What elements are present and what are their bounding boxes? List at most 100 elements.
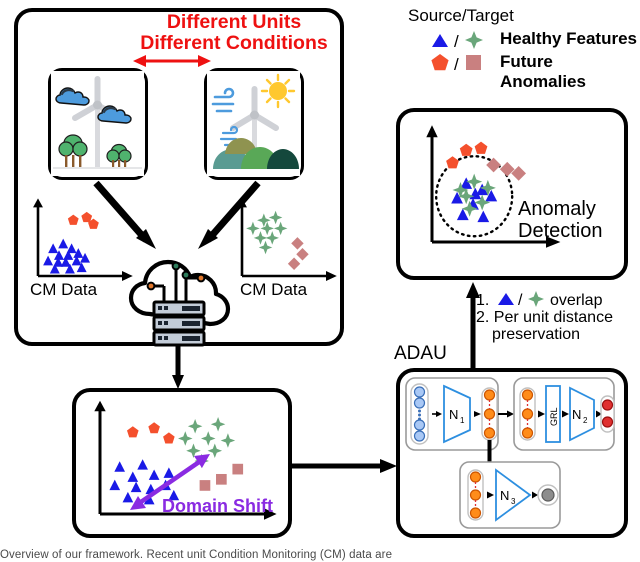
triangle-marker (73, 248, 84, 258)
tree-icon (106, 143, 132, 168)
pentagon-marker (148, 422, 160, 434)
square-marker (216, 473, 227, 485)
triangle-marker (60, 257, 71, 267)
discriminator-input-nodes (521, 389, 534, 439)
star4-marker (210, 416, 226, 432)
star4-marker (258, 240, 273, 255)
svg-text:/: / (518, 292, 523, 309)
star4-marker (273, 221, 288, 236)
pentagon-marker (474, 141, 488, 154)
pentagon-marker (446, 156, 459, 169)
square-marker (199, 480, 211, 491)
triangle-marker (54, 250, 64, 260)
star4-marker (186, 443, 201, 459)
domain-shift-double-arrow (130, 454, 210, 510)
triangle-marker (71, 255, 82, 266)
svg-text:1: 1 (460, 416, 465, 425)
triangle-marker (43, 255, 54, 266)
legend-label-healthy: Healthy Features (500, 29, 637, 48)
objective-2-line2: preservation (492, 325, 581, 343)
arrow-scene-right-to-cloud (192, 180, 262, 252)
arrow-domain-shift-to-adau (292, 455, 398, 477)
adau-architecture-diagram: N 1 GRL N 2 (402, 374, 622, 532)
headline-line-2: Different Conditions (140, 32, 328, 55)
triangle-marker (432, 34, 448, 47)
arrow-scene-left-to-cloud (92, 180, 162, 252)
series-pentagon (446, 141, 488, 169)
triangle-marker (114, 461, 126, 472)
series-triangle (109, 459, 180, 505)
headline-different-units: Different Units Different Conditions (104, 11, 364, 55)
star4-marker (187, 419, 203, 434)
star4-marker (528, 291, 544, 307)
triangle-marker (76, 262, 87, 273)
triangle-marker (137, 459, 148, 470)
adau-title: ADAU (394, 343, 447, 364)
objective-item-2: 2. Per unit distance preservation (476, 309, 613, 344)
svg-text:1.: 1. (476, 292, 489, 309)
triangle-marker (163, 467, 175, 478)
star4-marker (257, 213, 271, 227)
plot-axes (33, 198, 133, 281)
svg-text:overlap: overlap (550, 292, 603, 309)
wind-turbine-hills-sunny-windy-scene (204, 68, 304, 180)
objective-2-number: 2. (476, 309, 490, 326)
series-triangle (43, 238, 91, 274)
sun-icon (260, 73, 296, 109)
domain-shift-scatter (86, 398, 278, 528)
series-diamond (486, 157, 526, 181)
series-star4 (246, 210, 288, 255)
healthy-cluster-boundary (434, 155, 514, 238)
pentagon-marker (127, 426, 139, 438)
triangle-marker (460, 177, 473, 189)
pentagon-marker (431, 54, 449, 71)
regressor-input-nodes (469, 471, 482, 519)
pentagon-marker (81, 211, 93, 223)
objective-item-1: 1. / overlap (476, 288, 636, 310)
star4-marker (260, 221, 274, 236)
triangle-marker (109, 479, 121, 491)
cloud-icon (97, 105, 132, 124)
series-diamond (287, 237, 309, 270)
cloud-server-icon (124, 238, 236, 347)
star4-marker (458, 188, 475, 205)
regressor-output-node (537, 484, 559, 506)
scatter-cm-data-source (26, 196, 134, 288)
connector-cloud-to-domain-shift (170, 344, 198, 390)
triangle-marker (53, 257, 64, 267)
star4-marker (220, 433, 236, 448)
diamond-marker (287, 257, 301, 270)
headline-line-1: Different Units (166, 11, 302, 33)
svg-text:GRL: GRL (549, 407, 559, 426)
domain-shift-label: Domain Shift (162, 496, 273, 516)
series-square (199, 463, 244, 491)
star4-marker (200, 431, 216, 446)
star4-marker (253, 231, 268, 245)
star4-marker (465, 31, 483, 49)
pentagon-marker (459, 143, 473, 156)
figure-caption: Overview of our framework. Recent unit C… (0, 549, 393, 561)
triangle-marker (498, 293, 514, 305)
star4-marker (474, 194, 491, 211)
star4-marker (268, 210, 283, 225)
triangle-marker (80, 252, 91, 263)
objective-2-line1: Per unit distance (493, 309, 613, 326)
square-marker (232, 463, 244, 475)
anomaly-detection-label: Anomaly Detection (518, 198, 603, 242)
svg-text:/: / (454, 55, 459, 74)
triangle-marker (64, 263, 75, 274)
star4-marker (461, 200, 478, 217)
star4-marker (207, 443, 223, 459)
triangle-marker (49, 263, 60, 274)
hill-icon (213, 138, 299, 169)
legend-entry-healthy: / (428, 30, 488, 51)
triangle-marker (451, 191, 463, 204)
svg-text:/: / (454, 32, 459, 51)
svg-text:2: 2 (583, 416, 588, 425)
anomaly-detection-label-line2: Detection (518, 220, 603, 242)
plot-axes (94, 400, 277, 520)
triangle-marker (130, 481, 142, 493)
plot-axes (426, 125, 561, 248)
triangle-marker (456, 208, 469, 221)
pentagon-marker (67, 214, 79, 225)
